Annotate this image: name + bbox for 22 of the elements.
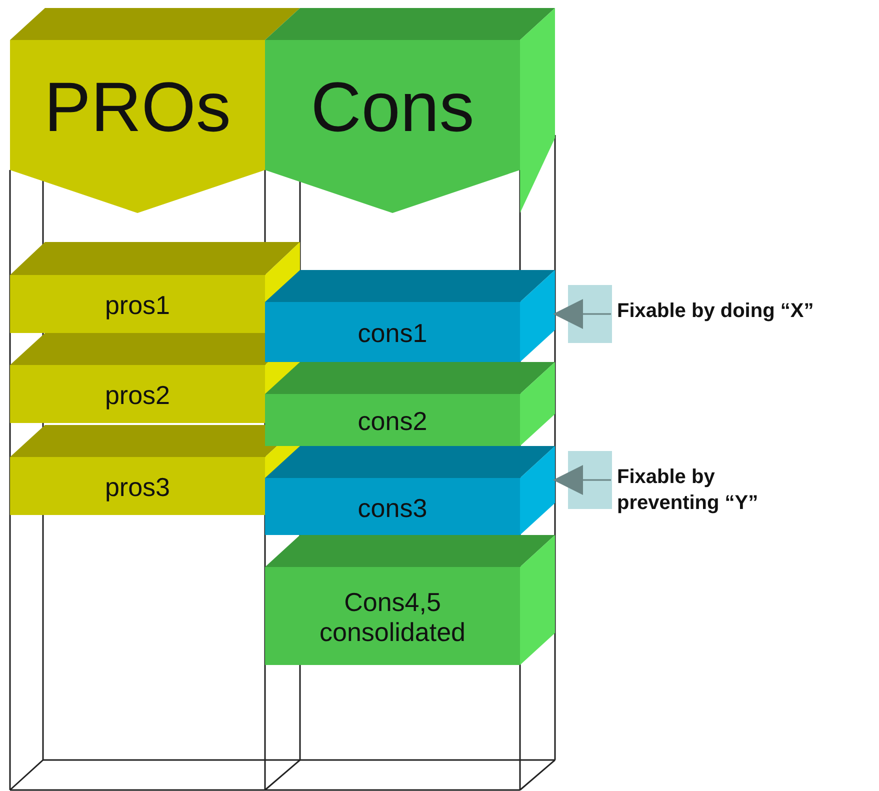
block-label: pros2 (104, 379, 172, 412)
callout-text: Fixable by preventing “Y” (617, 464, 777, 516)
header-label: Cons (310, 66, 476, 148)
pros-block (10, 242, 300, 333)
pros-block (10, 425, 300, 515)
cons-block (265, 362, 555, 446)
callout-text: Fixable by doing “X” (617, 298, 879, 324)
cons-block (265, 270, 555, 362)
block-label: cons1 (356, 317, 428, 350)
header-label: PROs (43, 66, 232, 148)
arrow (553, 299, 611, 329)
cons-block (265, 446, 555, 535)
header-chevron (265, 8, 555, 213)
arrow (553, 465, 611, 495)
block-label: cons2 (356, 405, 428, 438)
block-label: pros1 (104, 289, 172, 322)
block-label: cons3 (356, 492, 428, 525)
header-chevron (10, 8, 300, 213)
cons-block (265, 535, 555, 665)
block-label: pros3 (104, 471, 172, 504)
pros-block (10, 333, 300, 423)
block-label: Cons4,5 consolidated (318, 586, 466, 649)
